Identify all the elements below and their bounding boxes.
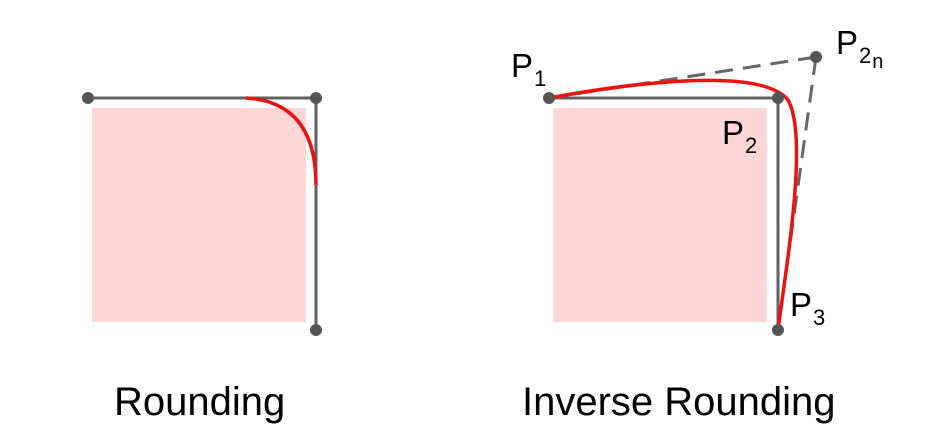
caption-inverse-rounding: Inverse Rounding: [522, 380, 836, 424]
label-p2n-sub: 2: [859, 43, 872, 68]
label-p1-sub: 1: [534, 66, 547, 91]
left-square-fill: [92, 108, 306, 322]
label-p3-base: P: [790, 286, 813, 323]
inverse-rounding-panel: [543, 51, 822, 336]
right-square-fill: [553, 108, 767, 322]
label-p2n: P2n: [836, 24, 883, 74]
label-p2: P2: [722, 114, 758, 159]
inverse-rounded-curve: [548, 78, 799, 331]
caption-rounding: Rounding: [114, 380, 286, 424]
label-p1: P1: [511, 47, 547, 92]
point-p2: [772, 92, 784, 104]
label-p3: P3: [790, 286, 826, 331]
rounding-panel: [82, 92, 322, 336]
point-p1: [543, 92, 555, 104]
label-p1-base: P: [511, 47, 534, 84]
left-point-end: [310, 324, 322, 336]
left-point-corner: [310, 92, 322, 104]
left-point-start: [82, 92, 94, 104]
label-p2-base: P: [722, 114, 745, 151]
label-p2-sub: 2: [745, 133, 758, 158]
label-p3-sub: 3: [813, 305, 826, 330]
point-p3: [772, 324, 784, 336]
label-p2n-base: P: [836, 24, 859, 61]
point-p2n: [810, 51, 822, 63]
left-rounded-curve: [245, 96, 318, 186]
label-p2n-subsub: n: [872, 51, 884, 73]
